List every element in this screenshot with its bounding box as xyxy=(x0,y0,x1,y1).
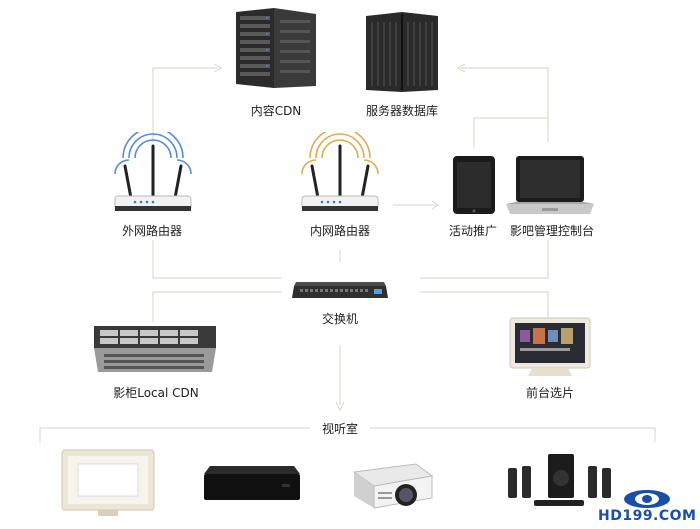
laptop-icon xyxy=(506,156,594,214)
speaker-system-icon xyxy=(508,454,611,506)
label-db-server: 服务器数据库 xyxy=(365,104,438,118)
arrow-to-promo xyxy=(431,200,439,210)
line-router-to-cdn xyxy=(152,67,218,142)
server-rack-icon xyxy=(236,8,316,88)
label-external-router: 外网路由器 xyxy=(121,224,182,238)
label-switch: 交换机 xyxy=(321,312,358,326)
arrow-to-cdn xyxy=(213,63,223,73)
label-internal-router: 内网路由器 xyxy=(309,224,370,238)
database-server-icon xyxy=(366,12,438,92)
line-viewing-right xyxy=(370,427,656,442)
line-switch-to-localcdn xyxy=(152,291,282,322)
label-content-cdn: 内容CDN xyxy=(250,104,302,118)
label-promo: 活动推广 xyxy=(448,224,497,238)
line-console-to-db xyxy=(461,67,549,142)
monitor-icon xyxy=(61,449,155,516)
projector-icon xyxy=(352,463,434,509)
label-viewing-room: 视听室 xyxy=(310,420,370,437)
arrow-to-viewing xyxy=(335,401,345,412)
watermark-text: HD199.COM xyxy=(598,508,697,524)
label-local-cdn: 影柜Local CDN xyxy=(113,386,199,400)
network-switch-icon xyxy=(292,282,388,298)
all-in-one-pc-icon xyxy=(509,317,591,376)
rack-server-icon xyxy=(94,326,216,372)
arrow-to-db xyxy=(456,63,466,73)
internal-router-icon xyxy=(301,132,379,211)
line-devices-group xyxy=(473,117,548,148)
line-switch-to-frontdesk xyxy=(420,291,549,322)
label-front-desk: 前台选片 xyxy=(525,386,574,400)
tablet-icon xyxy=(453,156,495,214)
hd199-logo-icon xyxy=(624,490,670,508)
set-top-box-icon xyxy=(204,466,300,500)
label-console: 影吧管理控制台 xyxy=(509,224,594,238)
external-router-icon xyxy=(114,132,192,211)
line-console-to-switch xyxy=(420,240,549,279)
line-ext-router-to-switch xyxy=(152,240,282,279)
line-viewing-left xyxy=(39,427,310,442)
